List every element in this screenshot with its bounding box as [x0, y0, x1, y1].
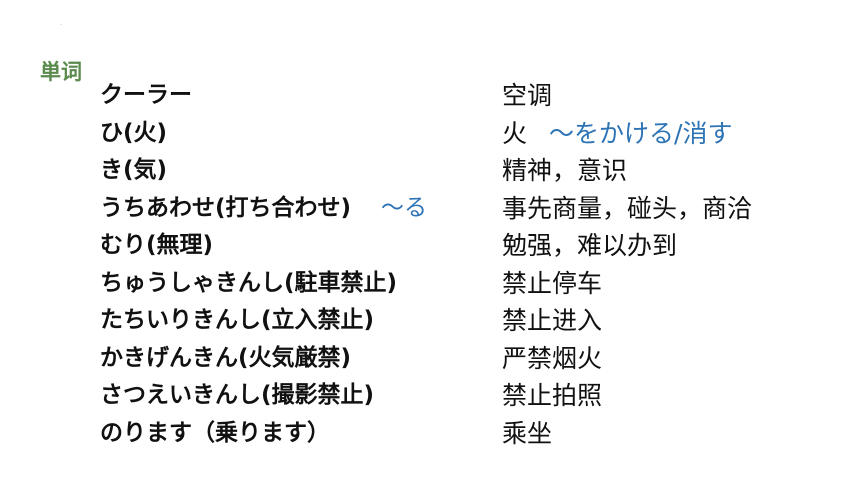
vocab-row: のります（乗ります） 乘坐 [100, 415, 820, 453]
vocab-meaning: 精神，意识 [502, 156, 628, 185]
vocab-meaning: 严禁烟火 [502, 343, 603, 373]
vocab-term: うちあわせ(打ち合わせ) [100, 194, 352, 221]
vocab-term-note: ～る [381, 194, 428, 221]
vocab-term: クーラー [100, 82, 192, 108]
vocab-meaning: 乘坐 [502, 418, 553, 448]
vocab-meaning: 事先商量，碰头，商洽 [502, 193, 753, 223]
vocab-term: ちゅうしゃきんし(駐車禁止) [100, 269, 398, 296]
vocab-meaning: 禁止拍照 [502, 381, 603, 410]
vocab-row: き(気) 精神，意识 [100, 152, 820, 190]
vocab-row: かきげんきん(火気厳禁) 严禁烟火 [100, 340, 820, 378]
vocab-term: き(気) [100, 157, 168, 183]
vocab-meaning: 空调 [502, 81, 553, 110]
vocab-meaning: 禁止停车 [502, 268, 603, 298]
vocab-row: ひ(火) 火 ～をかける/消す [100, 115, 820, 153]
vocab-term: むり(無理) [100, 232, 214, 258]
vocab-term: さつえいきんし(撮影禁止) [100, 382, 375, 408]
vocab-meaning: 勉强，难以办到 [502, 231, 678, 260]
decorative-dot: . [60, 20, 62, 27]
vocab-term: かきげんきん(火気厳禁) [100, 344, 352, 371]
vocab-meaning-note: ～をかける/消す [549, 118, 733, 148]
vocab-row: ちゅうしゃきんし(駐車禁止) 禁止停车 [100, 265, 820, 303]
vocab-term: たちいりきんし(立入禁止) [100, 307, 375, 333]
vocab-row: さつえいきんし(撮影禁止) 禁止拍照 [100, 377, 820, 415]
vocab-list: クーラー 空调 ひ(火) 火 ～をかける/消す き(気) 精神，意识 うちあわせ(… [100, 77, 820, 452]
vocab-meaning: 禁止进入 [502, 306, 603, 335]
vocab-term: ひ(火) [100, 119, 168, 146]
vocab-row: うちあわせ(打ち合わせ) ～る 事先商量，碰头，商洽 [100, 190, 820, 228]
vocab-meaning: 火 [502, 118, 528, 148]
section-label: 単词 [40, 60, 82, 84]
vocab-term: のります（乗ります） [100, 419, 330, 446]
vocab-row: クーラー 空调 [100, 77, 820, 115]
vocab-row: たちいりきんし(立入禁止) 禁止进入 [100, 302, 820, 340]
vocab-row: むり(無理) 勉强，难以办到 [100, 227, 820, 265]
